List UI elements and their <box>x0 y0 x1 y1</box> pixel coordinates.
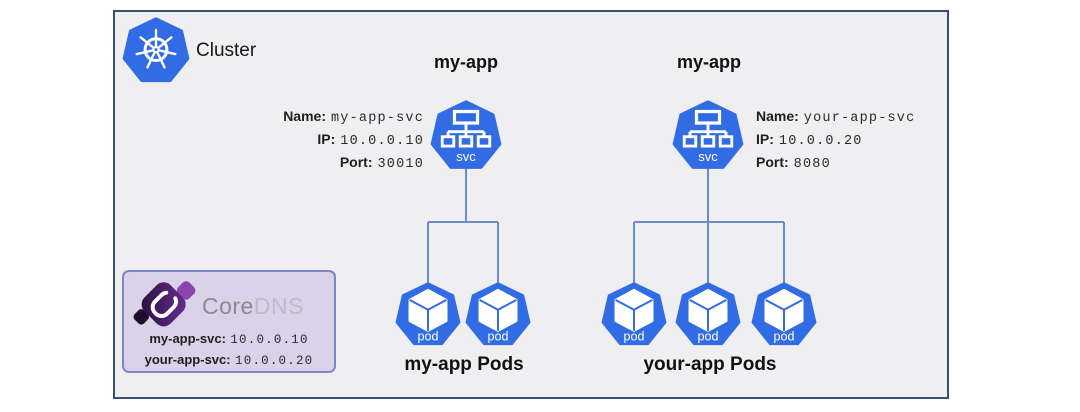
service-icon: svc <box>430 100 502 169</box>
detail-ip-label: IP: <box>317 131 336 147</box>
detail-port: Port: 30010 <box>258 152 424 175</box>
coredns-logo-icon <box>133 281 196 327</box>
service-icon-label: svc <box>456 149 476 164</box>
pod-icon-label: pod <box>418 330 439 344</box>
coredns-wordmark: CoreDNS <box>202 293 304 320</box>
dns-records: my-app-svc: 10.0.0.10 your-app-svc: 10.0… <box>124 329 334 371</box>
pod-icon-label: pod <box>488 330 509 344</box>
service-icon: svc <box>672 100 744 169</box>
detail-port-label: Port: <box>339 154 373 170</box>
detail-name: Name: your-app-svc <box>756 106 946 129</box>
detail-port-value: 30010 <box>377 157 424 172</box>
detail-name-label: Name: <box>283 108 326 124</box>
pod-icon-label: pod <box>698 330 719 344</box>
detail-port-value: 8080 <box>793 157 831 172</box>
detail-name: Name: my-app-svc <box>258 106 424 129</box>
kubernetes-logo-icon <box>122 17 190 83</box>
cluster-label: Cluster <box>196 40 257 61</box>
pod-icon: pod <box>601 282 667 346</box>
service-details-your-app-svc: Name: your-app-svc IP: 10.0.0.20 Port: 8… <box>756 106 946 175</box>
pods-caption-my-app: my-app Pods <box>404 354 524 375</box>
pod-icon: pod <box>751 282 817 346</box>
service-icon-label: svc <box>698 149 718 164</box>
pod-icon-label: pod <box>774 330 795 344</box>
detail-ip-label: IP: <box>756 131 774 147</box>
dns-record-label: my-app-svc: <box>149 331 226 346</box>
pod-icon: pod <box>675 282 741 346</box>
coredns-wordmark-core: Core <box>202 293 254 319</box>
dns-record-row: my-app-svc: 10.0.0.10 <box>124 329 334 350</box>
dns-record-row: your-app-svc: 10.0.0.20 <box>124 350 334 371</box>
detail-port-label: Port: <box>756 154 789 170</box>
pod-icon: pod <box>395 282 461 346</box>
pod-icon: pod <box>465 282 531 346</box>
dns-record-value: 10.0.0.20 <box>235 354 314 368</box>
service-title-your-app: my-app <box>676 52 741 72</box>
pods-caption-your-app: your-app Pods <box>643 354 777 375</box>
coredns-wordmark-dns: DNS <box>253 293 304 319</box>
detail-ip-value: 10.0.0.20 <box>778 134 863 149</box>
detail-ip: IP: 10.0.0.10 <box>258 129 424 152</box>
pod-icon-label: pod <box>624 330 645 344</box>
service-title-my-app: my-app <box>433 52 498 72</box>
service-details-my-app-svc: Name: my-app-svc IP: 10.0.0.10 Port: 300… <box>258 106 424 175</box>
detail-name-label: Name: <box>756 108 799 124</box>
detail-ip-value: 10.0.0.10 <box>340 134 424 149</box>
detail-ip: IP: 10.0.0.20 <box>756 129 946 152</box>
dns-record-label: your-app-svc: <box>144 352 231 367</box>
detail-name-value: my-app-svc <box>330 111 424 126</box>
dns-record-value: 10.0.0.10 <box>230 333 309 347</box>
detail-name-value: your-app-svc <box>803 111 916 126</box>
detail-port: Port: 8080 <box>756 152 946 175</box>
coredns-panel: CoreDNS my-app-svc: 10.0.0.10 your-app-s… <box>122 270 336 373</box>
